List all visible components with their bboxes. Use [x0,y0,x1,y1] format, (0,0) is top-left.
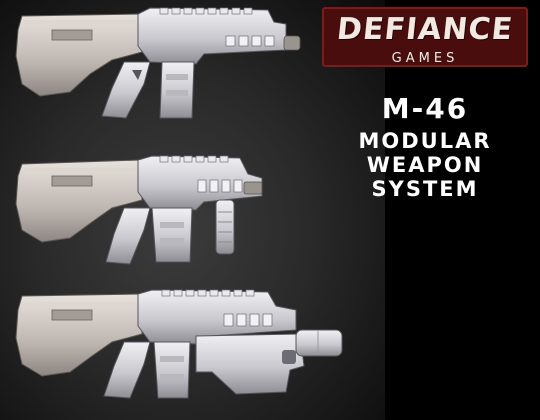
stock [15,13,143,97]
tagline-line-3: SYSTEM [371,177,479,201]
magazine [151,207,193,263]
product-title: M-46 MODULAR WEAPON SYSTEM [330,92,520,201]
receiver [137,7,287,65]
tagline-line-1: MODULAR [358,129,492,153]
vertical-foregrip [215,199,235,255]
pistol-grip [103,341,151,399]
pistol-grip [105,207,151,265]
pistol-grip [101,61,151,119]
barrel [283,35,301,51]
stock [15,159,143,243]
brand-logo: DEFIANCE GAMES [322,7,528,67]
magazine [153,341,191,399]
suppressor [295,329,343,357]
tagline-line-2: WEAPON [366,153,484,177]
stock [15,293,143,377]
weapon-foregrip-variant [15,155,263,265]
logo-wordmark: DEFIANCE [335,12,515,47]
weapon-suppressed-variant [15,289,343,399]
model-name: M-46 [381,92,469,125]
weapon-compact-variant [15,7,301,119]
barrel [243,181,263,195]
logo-subtitle: GAMES [391,51,459,66]
